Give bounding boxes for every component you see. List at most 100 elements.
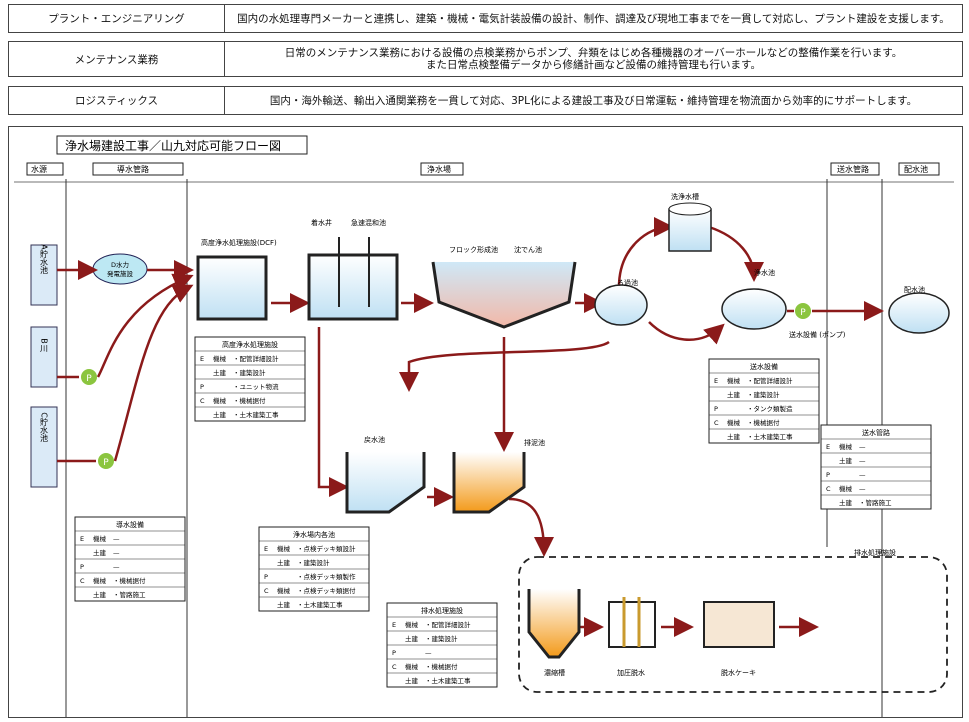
filter-basin: ろ過池 (594, 278, 648, 326)
hydro-power-facility (92, 253, 148, 285)
source-b-label: B川 (40, 338, 49, 352)
scope-table-cell: 機械 (277, 544, 291, 553)
service-label: メンテナンス業務 (9, 42, 225, 76)
returntank-label: 戻水池 (364, 435, 385, 444)
pump-b-label: P (86, 374, 92, 384)
pump-c-label: P (103, 458, 109, 468)
pump-send-label: P (800, 308, 806, 318)
mix-label: 急速混和池 (351, 218, 386, 227)
service-label: ロジスティックス (9, 87, 225, 114)
mix-tank: 着水井 急速混和池 (307, 218, 399, 321)
service-row-logistics: ロジスティックス 国内・海外輸送、輸出入通関業務を一貫して対応、3PL化による建… (8, 86, 963, 115)
scope-table-cell: 土建 (93, 548, 107, 557)
source-c-box (30, 406, 58, 488)
service-description: 国内・海外輸送、輸出入通関業務を一貫して対応、3PL化による建設工事及び日常運転… (269, 94, 918, 107)
zone-send-pipe (830, 162, 880, 176)
scope-table-cell: C (714, 419, 719, 427)
hydro-label-2: 発電施設 (107, 269, 134, 278)
scope-table-cell: 土建 (277, 558, 291, 567)
scope-table-cell: 土建 (727, 390, 741, 399)
thickener: 濃縮槽 (527, 589, 581, 677)
scope-table-cell: ・建築設計 (425, 634, 458, 643)
scope-table-cell: ・土木建築工事 (297, 600, 343, 609)
flow-arrows (57, 217, 884, 637)
scope-table-cell: ・機械据付 (425, 662, 458, 671)
scope-table-cell: P (392, 649, 396, 657)
scope-table-cell: — (113, 549, 120, 557)
service-description: 日常のメンテナンス業務における設備の点検業務からポンプ、弁類をはじめ各種機器のオ… (284, 47, 903, 71)
pump-b: P (79, 367, 99, 387)
floc-settle-tank: フロック形成池 沈でん池 (431, 245, 577, 329)
scope-table-cell: ・配管詳細設計 (233, 354, 279, 363)
zone-plant (420, 162, 464, 176)
scope-table-cell: P (714, 405, 718, 413)
scope-table-cell: P (264, 573, 268, 581)
scope-table-cell: ・配管詳細設計 (747, 376, 793, 385)
scope-table-cell: — (113, 535, 120, 543)
return-water-tank: 戻水池 (345, 435, 426, 514)
waste-facility-boundary (518, 556, 948, 693)
scope-table-title: 導水設備 (116, 520, 144, 529)
sludge-tank: 排泥池 (452, 438, 545, 514)
zone-intake-label: 導水管路 (117, 164, 149, 174)
scope-table-cell: — (859, 485, 866, 493)
scope-table-cell: — (859, 443, 866, 451)
backwash-label: 洗浄水槽 (671, 192, 699, 201)
scope-table-cell: 土建 (727, 432, 741, 441)
service-description: 国内の水処理専門メーカーと連携し、建築・機械・電気計装設備の設計、制作、調達及び… (237, 12, 950, 25)
intake-label: 着水井 (311, 218, 332, 227)
scope-table-cell: C (200, 397, 205, 405)
source-b: B川 (30, 326, 58, 388)
scope-table-cell: ・建築設計 (747, 390, 780, 399)
scope-table-cell: 土建 (405, 676, 419, 685)
scope-table-cell: 機械 (727, 376, 741, 385)
scope-table-title: 高度浄水処理施設 (222, 340, 278, 349)
floc-label: フロック形成池 (449, 245, 498, 254)
pump-c: P (96, 451, 116, 471)
scope-table-cell: 機械 (93, 576, 107, 585)
distribution-reservoir: 配水池 (888, 285, 950, 334)
zone-plant-label: 浄水場 (427, 164, 451, 174)
scope-table-cell: 土建 (405, 634, 419, 643)
filter-label: ろ過池 (617, 278, 638, 287)
source-c: C貯水池 (30, 406, 58, 488)
scope-table-cell: P (200, 383, 204, 391)
zone-source-label: 水源 (31, 164, 47, 174)
scope-table-title: 排水処理施設 (421, 606, 463, 615)
scope-table-cell: 機械 (277, 586, 291, 595)
scope-table-cell: — (859, 457, 866, 465)
backwash-tank: 洗浄水槽 (668, 192, 712, 252)
zone-distribution-label: 配水池 (904, 164, 928, 174)
pump-send: P (793, 301, 813, 321)
scope-table-cell: ・管路施工 (113, 590, 146, 599)
scope-table-cell: — (859, 471, 866, 479)
scope-table-cell: P (826, 471, 830, 479)
scope-table-cell: 土建 (839, 456, 853, 465)
scope-table-cell: ・管路施工 (859, 498, 892, 507)
scope-table-cell: ・建築設計 (297, 558, 330, 567)
clearwell-label: 浄水池 (754, 268, 775, 277)
scope-table-title: 浄水場内各池 (293, 530, 335, 539)
scope-table-cell: 機械 (839, 484, 853, 493)
diagram-title-box (56, 135, 308, 155)
scope-table-cell: ・機械据付 (233, 396, 266, 405)
press-label: 加圧脱水 (617, 668, 645, 677)
scope-table-cell: 機械 (405, 620, 419, 629)
scope-table-cell: 機械 (93, 534, 107, 543)
scope-table-cell: P (80, 563, 84, 571)
pressure-dehydrator: 加圧脱水 (608, 597, 656, 677)
scope-table-cell: ・ユニット物流 (233, 382, 279, 391)
scope-table-cell: ・タンク類製造 (747, 404, 793, 413)
scope-table-cell: 土建 (839, 498, 853, 507)
scope-table-cell: C (80, 577, 85, 585)
service-row-maintenance: メンテナンス業務 日常のメンテナンス業務における設備の点検業務からポンプ、弁類を… (8, 41, 963, 77)
scope-table-cell: ・土木建築工事 (233, 410, 279, 419)
scope-table-cell: 機械 (727, 418, 741, 427)
scope-table-cell: C (826, 485, 831, 493)
clear-well: 浄水池 (721, 268, 787, 330)
scope-table-cell: ・建築設計 (233, 368, 266, 377)
